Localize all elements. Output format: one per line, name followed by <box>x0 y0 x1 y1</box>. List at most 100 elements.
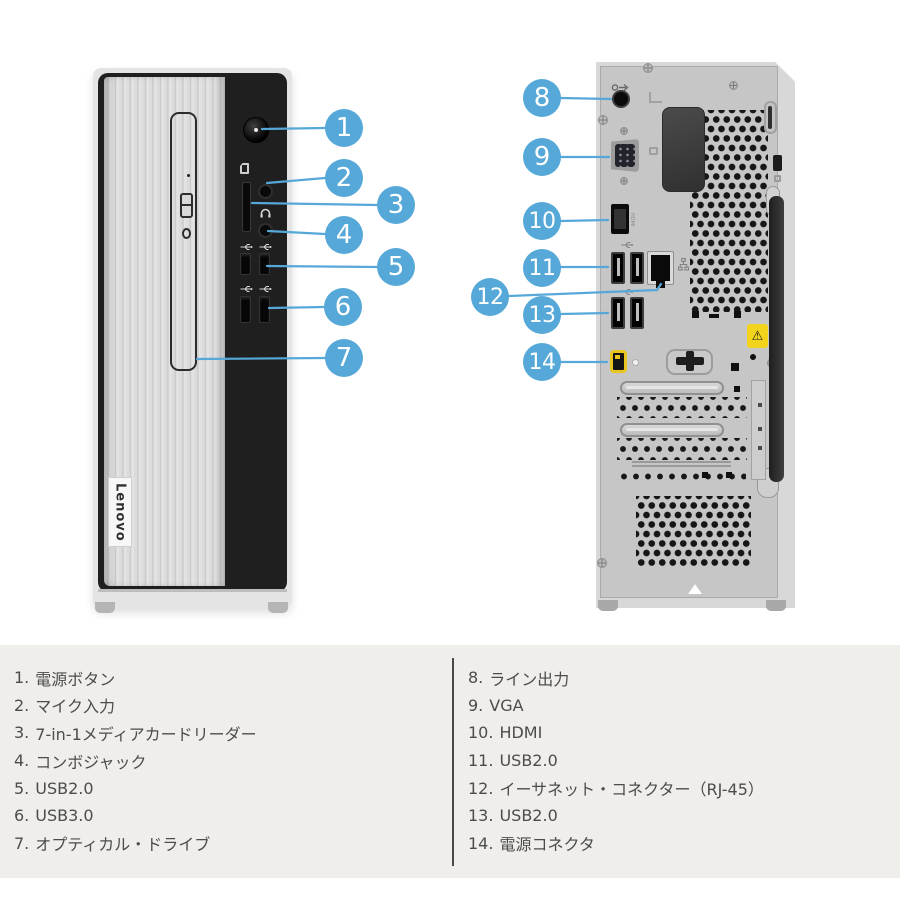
legend-item-number: 9. <box>468 695 484 715</box>
side-handle-bar <box>769 196 784 482</box>
usb2-port <box>611 297 625 329</box>
legend-item-label: 電源ボタン <box>35 669 116 689</box>
emergency-eject-hole <box>187 174 190 177</box>
panel-hole <box>632 359 639 366</box>
legend-item-label: VGA <box>489 695 524 715</box>
callout-13: 13 <box>523 296 561 334</box>
mic-jack <box>258 184 273 199</box>
legend-item-label: イーサネット・コネクター（RJ-45） <box>499 780 764 800</box>
legend-right-column: 8.ライン出力 9.VGA 10.HDMI 11.USB2.0 12.イーサネッ… <box>468 664 764 857</box>
screw <box>643 63 653 73</box>
usb2-port <box>630 297 644 329</box>
usb2-icon <box>259 244 272 250</box>
sd-card-icon <box>240 163 249 174</box>
legend-item-number: 5. <box>14 778 30 798</box>
legend-divider <box>452 658 454 866</box>
combo-jack <box>258 223 273 238</box>
legend-item: 7.オプティカル・ドライブ <box>14 830 257 858</box>
legend-item-number: 1. <box>14 668 30 688</box>
callout-7: 7 <box>325 339 363 377</box>
usb3-port <box>240 296 251 323</box>
vga-pin-block <box>615 144 635 167</box>
screw <box>597 558 607 568</box>
punch-hole-square <box>702 472 708 478</box>
lock-icon <box>774 175 781 182</box>
legend-item-number: 4. <box>14 751 30 771</box>
ethernet-clip-notch <box>656 281 665 288</box>
legend-item-label: コンボジャック <box>35 752 147 772</box>
kensington-lock-slot <box>773 155 782 171</box>
usb2-port <box>240 253 251 275</box>
power-connector-pin <box>615 355 620 359</box>
callout-3: 3 <box>377 186 415 224</box>
line-out-icon <box>611 83 629 92</box>
usb2-port <box>630 252 644 284</box>
legend-item-label: マイク入力 <box>35 697 115 717</box>
legend-item: 10.HDMI <box>468 719 764 747</box>
legend-left-column: 1.電源ボタン 2.マイク入力 3.7-in-1メディアカードリーダー 4.コン… <box>14 664 257 857</box>
callout-4: 4 <box>325 216 363 254</box>
legend-panel <box>0 645 900 878</box>
slot-perforations <box>618 470 746 483</box>
back-foot-right <box>766 600 786 611</box>
legend-item: 14.電源コネクタ <box>468 830 764 858</box>
hdmi-port-label: HDMI <box>629 213 635 227</box>
usb2-icon <box>240 244 253 250</box>
legend-item: 2.マイク入力 <box>14 692 257 720</box>
optical-drive <box>170 112 197 371</box>
front-foot-right <box>268 602 288 613</box>
headset-icon <box>260 208 271 218</box>
legend-item-label: HDMI <box>499 723 543 743</box>
ethernet-port-inner <box>651 255 670 281</box>
slot-perforations <box>617 438 747 460</box>
slot-perforations <box>617 397 747 418</box>
power-connector <box>610 350 627 373</box>
callout-10: 10 <box>523 202 561 240</box>
legend-item-number: 6. <box>14 806 30 826</box>
legend-item-label: USB3.0 <box>35 806 94 826</box>
usb-icon <box>621 289 633 295</box>
bracket-mark <box>758 427 762 431</box>
legend-item-number: 8. <box>468 668 484 688</box>
legend-item: 13.USB2.0 <box>468 802 764 830</box>
back-foot-left <box>598 600 618 611</box>
power-led-dot <box>254 128 258 132</box>
punch-hole-round <box>750 354 756 360</box>
callout-9: 9 <box>523 138 561 176</box>
usb3-icon <box>259 286 272 292</box>
legend-item-label: USB2.0 <box>499 806 558 826</box>
legend-item-number: 13. <box>468 806 494 826</box>
usb-port-tab <box>616 303 620 321</box>
legend-item: 12.イーサネット・コネクター（RJ-45） <box>468 774 764 802</box>
usb-port-tab <box>635 258 639 276</box>
punch-hole-dash <box>709 314 719 318</box>
usb3-icon <box>240 286 253 292</box>
media-card-reader-slot <box>242 182 251 232</box>
legend-item-label: 電源コネクタ <box>499 835 595 855</box>
callout-5: 5 <box>377 248 415 286</box>
legend-item: 1.電源ボタン <box>14 664 257 692</box>
legend-item-label: USB2.0 <box>35 778 94 798</box>
slot-cover-highlight <box>626 428 718 431</box>
vga-screw <box>620 177 628 185</box>
bottom-notch <box>688 584 702 594</box>
legend-item-label: USB2.0 <box>499 751 558 771</box>
lenovo-logo: Lenovo <box>108 477 132 547</box>
usb2-port <box>611 252 625 284</box>
bracket-mark <box>758 403 762 407</box>
line-out-jack <box>612 90 630 108</box>
punch-hole-square <box>726 472 732 478</box>
legend-item: 6.USB3.0 <box>14 802 257 830</box>
usb2-port <box>259 253 270 275</box>
screw <box>598 115 608 125</box>
legend-item: 9.VGA <box>468 692 764 720</box>
legend-item-number: 3. <box>14 723 30 743</box>
cross-cutout <box>686 351 694 371</box>
callout-11: 11 <box>523 249 561 287</box>
callout-14: 14 <box>523 343 561 381</box>
legend-item: 3.7-in-1メディアカードリーダー <box>14 719 257 747</box>
legend-item-number: 10. <box>468 723 494 743</box>
usb-port-tab <box>635 303 639 321</box>
legend-item-number: 2. <box>14 695 30 715</box>
vga-screw <box>620 127 628 135</box>
